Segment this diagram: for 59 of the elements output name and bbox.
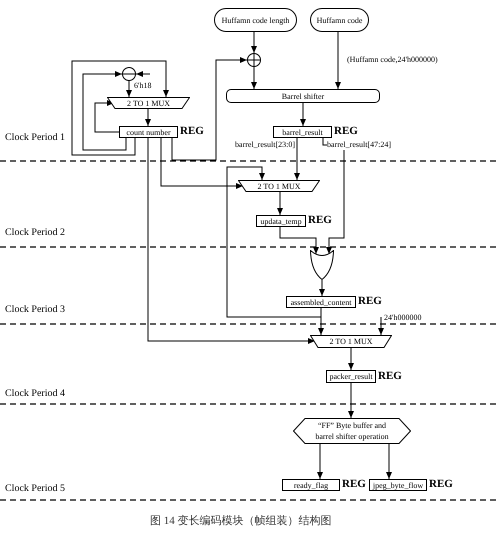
adder-symbol	[247, 53, 261, 67]
or-gate	[310, 250, 334, 280]
input-terminal: Huffamn code	[310, 8, 369, 32]
arrow	[148, 138, 316, 344]
register-tag: REG	[378, 370, 402, 382]
arrow	[348, 382, 354, 418]
clock-period-label: Clock Period 1	[5, 132, 65, 144]
register-box: jpeg_byte_flow	[369, 479, 427, 491]
arrow	[136, 71, 150, 77]
register-tag: REG	[429, 479, 453, 490]
arrow	[172, 57, 248, 160]
edge-label: barrel_result[23:0]	[235, 140, 295, 150]
arrow	[386, 444, 392, 480]
clock-period-label: Clock Period 4	[5, 388, 65, 400]
edge-label: barrel_result[47:24]	[327, 140, 391, 150]
arrow	[294, 138, 300, 180]
arrow	[378, 316, 384, 336]
figure-caption: 图 14 变长编码模块（帧组装）结构图	[150, 514, 332, 528]
arrow	[226, 166, 322, 318]
arrow	[318, 308, 324, 336]
edge-label: 24'h000000	[384, 313, 422, 323]
arrow	[126, 80, 132, 98]
register-tag: REG	[342, 479, 366, 490]
multiplexer: 2 TO 1 MUX	[310, 335, 392, 348]
subtractor-symbol	[122, 67, 136, 81]
arrow	[251, 66, 257, 90]
arrow	[72, 60, 169, 156]
register-tag: REG	[358, 296, 382, 307]
arrow	[335, 32, 341, 90]
register-box: assembled_content	[286, 296, 356, 308]
process-hexagon: “FF” Byte buffer and barrel shifter operation	[293, 418, 411, 444]
arrow	[300, 102, 306, 126]
register-tag: REG	[180, 126, 204, 137]
arrow	[277, 192, 283, 216]
edge-label: 6'h18	[134, 81, 152, 91]
arrow	[160, 138, 244, 189]
arrow	[145, 108, 151, 126]
multiplexer: 2 TO 1 MUX	[238, 180, 320, 192]
arrow	[82, 71, 126, 150]
register-box: ready_flag	[282, 479, 340, 491]
multiplexer: 2 TO 1 MUX	[107, 97, 190, 109]
register-box: count number	[119, 126, 178, 138]
edge-label: (Huffamn code,24'h000000)	[347, 55, 438, 65]
arrow	[348, 348, 354, 370]
input-terminal: Huffamn code length	[214, 8, 297, 32]
arrow	[94, 100, 120, 132]
register-box: updata_temp	[256, 215, 306, 227]
clock-period-label: Clock Period 2	[5, 227, 65, 239]
arrow	[280, 226, 319, 254]
register-tag: REG	[334, 126, 358, 137]
register-box: packer_result	[326, 370, 376, 383]
register-box: barrel_result	[273, 126, 332, 138]
register-tag: REG	[308, 215, 332, 226]
arrow	[251, 32, 257, 54]
barrel-shifter-bar: Barrel shifter	[226, 89, 380, 103]
arrow	[319, 280, 325, 296]
clock-period-label: Clock Period 3	[5, 304, 65, 316]
clock-period-label: Clock Period 5	[5, 483, 65, 495]
arrow	[317, 444, 323, 480]
